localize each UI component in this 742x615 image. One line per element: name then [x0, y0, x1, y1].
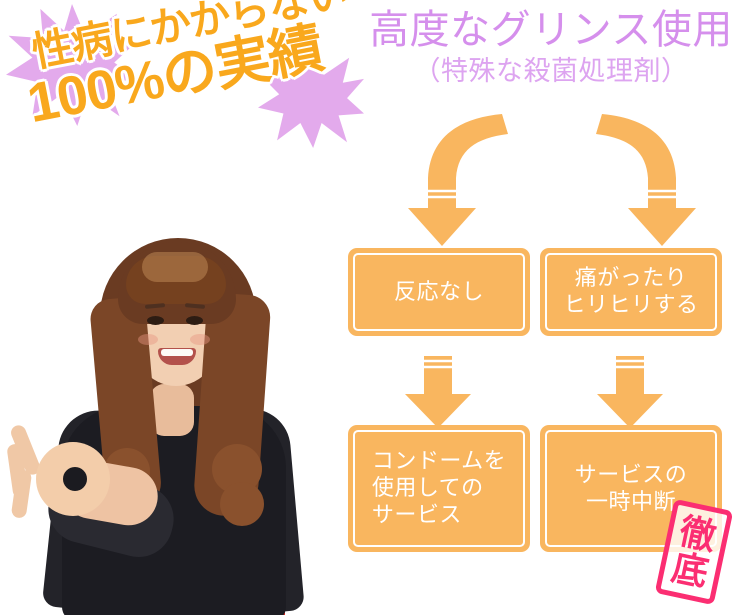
- flow-box-no-reaction: 反応なし: [348, 248, 530, 336]
- blush-left: [138, 334, 158, 345]
- header-text-group: 高度なグリンス使用 （特殊な殺菌処理剤）: [362, 8, 740, 87]
- page-subtitle: （特殊な殺菌処理剤）: [413, 55, 689, 86]
- teeth: [161, 349, 193, 356]
- flow-box-inner-border: 痛がったり ヒリヒリする: [545, 253, 717, 331]
- branch-arrows-group: [390, 112, 714, 248]
- flow-box-label: サービスの 一時中断: [574, 461, 688, 514]
- flow-box-label: 痛がったり ヒリヒリする: [563, 265, 699, 317]
- blush-right: [190, 334, 210, 345]
- flow-box-inner-border: 反応なし: [353, 253, 525, 331]
- model-photo: [0, 148, 340, 615]
- down-arrow-right-icon: [597, 356, 663, 428]
- flow-box-pain-stinging: 痛がったり ヒリヒリする: [540, 248, 722, 336]
- flow-box-label: コンドームを 使用しての サービス: [371, 448, 507, 527]
- flow-box-inner-border: サービスの 一時中断: [545, 430, 717, 547]
- eye-left: [147, 316, 164, 325]
- page-title: 高度なグリンス使用: [369, 8, 733, 52]
- stamp-char-2: 底: [668, 546, 713, 594]
- branch-arrow-right-icon: [596, 114, 696, 246]
- flow-box-inner-border: コンドームを 使用しての サービス: [353, 430, 525, 547]
- flow-box-label: 反応なし: [393, 278, 484, 304]
- branch-arrow-left-icon: [408, 114, 508, 246]
- eye-right: [186, 316, 203, 325]
- hair-fringe: [126, 256, 226, 304]
- ok-gesture-ring-icon: [52, 456, 98, 502]
- hair-curl: [220, 482, 264, 526]
- flow-box-condom-service: コンドームを 使用しての サービス: [348, 425, 530, 552]
- hair-highlight: [142, 252, 208, 282]
- neck: [150, 384, 194, 436]
- down-arrow-left-icon: [405, 356, 471, 428]
